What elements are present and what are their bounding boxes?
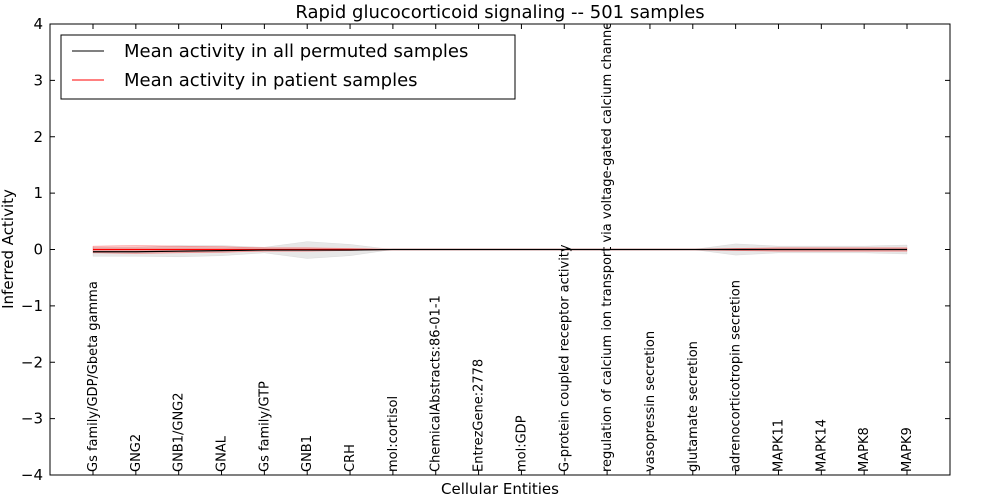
category-label: Gs family/GDP/Gbeta gamma	[86, 281, 101, 472]
y-tick-label: −3	[21, 410, 43, 428]
y-tick-label: 3	[33, 71, 43, 89]
category-label: EntrezGene:2778	[472, 359, 487, 472]
permuted-mean-line	[93, 248, 907, 253]
legend-box	[60, 34, 516, 100]
y-tick-label: 1	[33, 184, 43, 202]
category-label: MAPK8	[857, 427, 872, 472]
category-label: GNAL	[215, 435, 230, 472]
category-label: Gs family/GTP	[257, 381, 272, 472]
y-tick-label: −1	[21, 297, 43, 315]
y-axis-label: Inferred Activity	[0, 189, 17, 309]
category-label: G-protein coupled receptor activity	[557, 244, 572, 472]
category-label: MAPK11	[771, 419, 786, 472]
category-label: mol:GDP	[514, 415, 529, 472]
legend-label-permuted: Mean activity in all permuted samples	[124, 41, 468, 62]
category-label: GNG2	[129, 434, 144, 472]
category-label: adrenocorticotropin secretion	[729, 280, 744, 472]
category-label: ChemicalAbstracts:86-01-1	[429, 295, 444, 472]
category-label: MAPK9	[900, 427, 915, 472]
category-label: GNB1	[300, 435, 315, 472]
y-tick-label: 2	[33, 128, 43, 146]
y-tick-label: 4	[33, 15, 43, 33]
x-axis-label: Cellular Entities	[441, 480, 559, 498]
legend: Mean activity in all permuted samples Me…	[60, 34, 516, 100]
category-label: CRH	[343, 444, 358, 472]
legend-label-patient: Mean activity in patient samples	[124, 70, 418, 91]
category-label: MAPK14	[814, 419, 829, 472]
category-label: mol:cortisol	[386, 396, 401, 472]
category-label: glutamate secretion	[686, 341, 701, 472]
category-label: GNB1/GNG2	[172, 392, 187, 472]
y-tick-label: 0	[33, 241, 43, 259]
y-tick-label: −4	[21, 466, 43, 484]
permuted-band	[92, 241, 908, 259]
category-label: vasopressin secretion	[643, 331, 658, 472]
category-label: regulation of calcium ion transport via …	[600, 0, 615, 472]
y-tick-label: −2	[21, 353, 43, 371]
chart-title: Rapid glucocorticoid signaling -- 501 sa…	[295, 2, 704, 23]
